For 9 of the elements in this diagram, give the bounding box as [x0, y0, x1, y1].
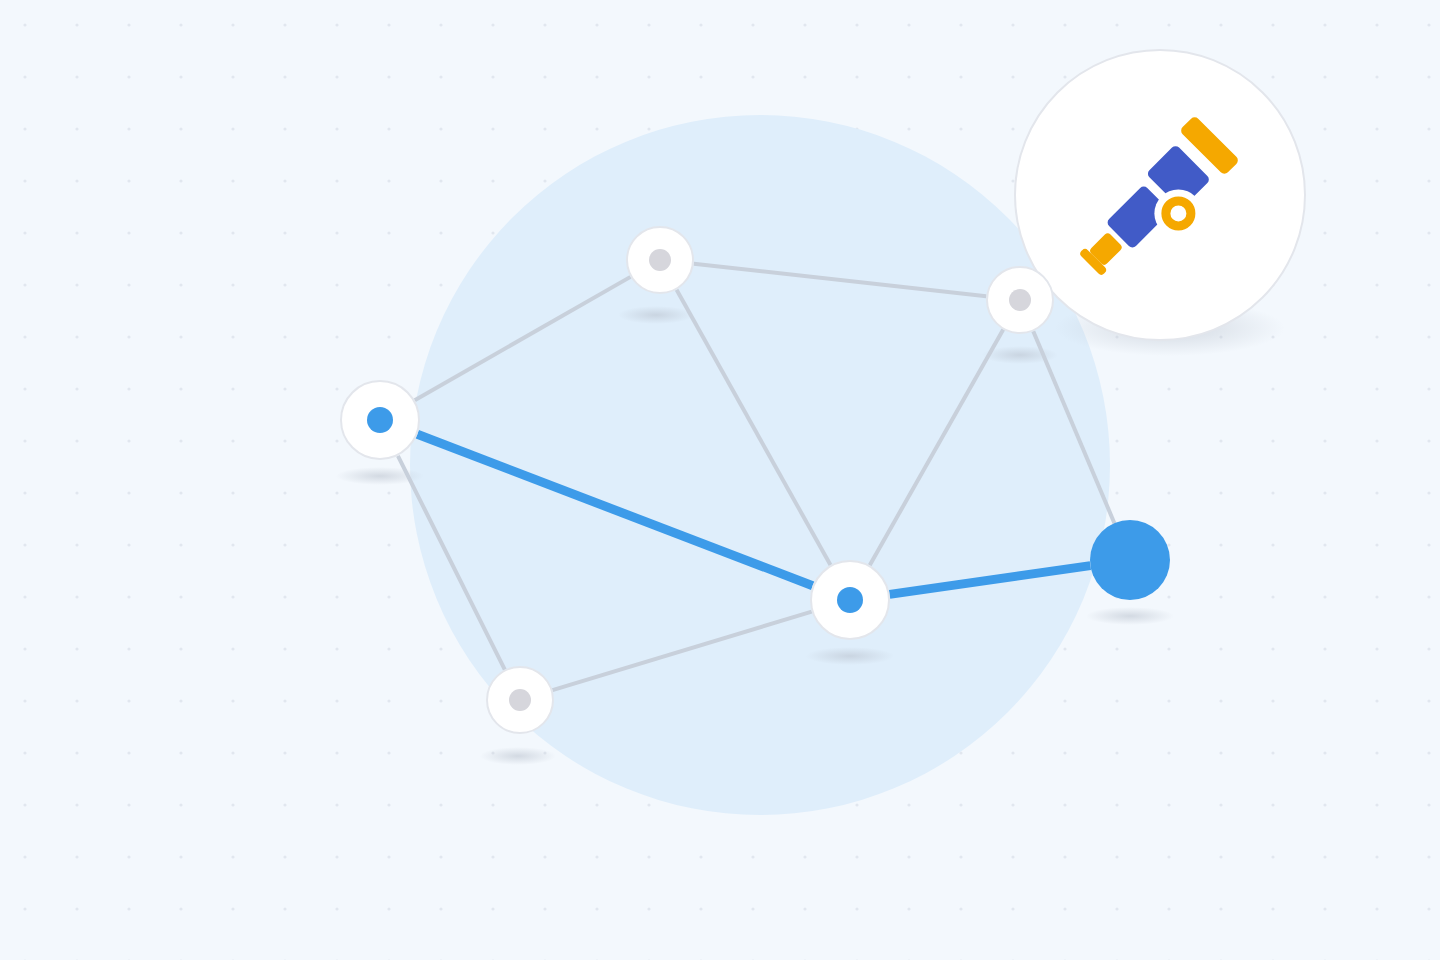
connector-line — [551, 609, 813, 693]
connector-line — [693, 261, 987, 299]
connector-line — [1031, 330, 1117, 524]
connector-line — [413, 275, 632, 402]
thick-connector-line — [888, 561, 1092, 599]
connector-line — [868, 328, 1005, 567]
connector-line — [396, 454, 507, 671]
connector-line — [674, 288, 833, 567]
thick-connector-line — [415, 430, 815, 590]
